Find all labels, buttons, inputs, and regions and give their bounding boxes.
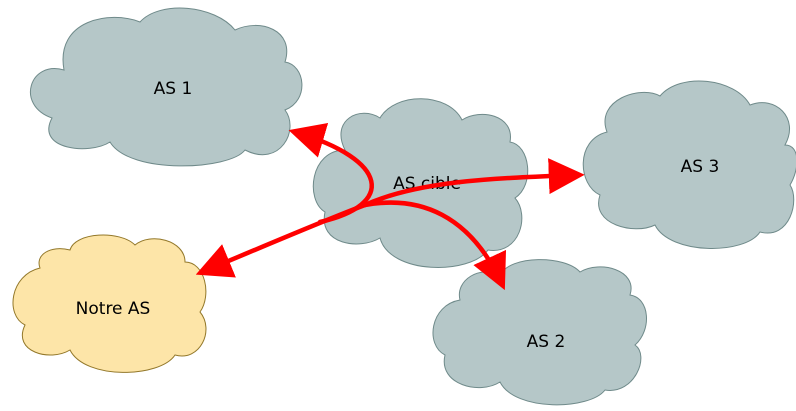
cloud-as1: AS 1 (29, 7, 303, 167)
cloud-notre-as-label: Notre AS (76, 299, 151, 319)
cloud-as3-label: AS 3 (681, 157, 720, 177)
edges (195, 123, 585, 291)
cloud-as-cible-shape (312, 98, 529, 268)
cloud-as3-shape (582, 80, 796, 249)
edge-as-cible-to-as2 (362, 200, 507, 291)
cloud-notre-as: Notre AS (12, 234, 207, 373)
edge-as-cible-to-as3 (362, 158, 585, 208)
cloud-as1-label: AS 1 (154, 79, 193, 99)
cloud-as2-shape (432, 259, 647, 406)
cloud-as2-label: AS 2 (527, 332, 566, 352)
cloud-as1-shape (29, 7, 303, 167)
cloud-notre-as-shape (12, 234, 207, 373)
cloud-as3: AS 3 (582, 80, 796, 249)
cloud-as-cible: AS cible (312, 98, 529, 268)
cloud-as2: AS 2 (432, 259, 647, 406)
edge-as-cible-to-notre-as (195, 202, 368, 278)
